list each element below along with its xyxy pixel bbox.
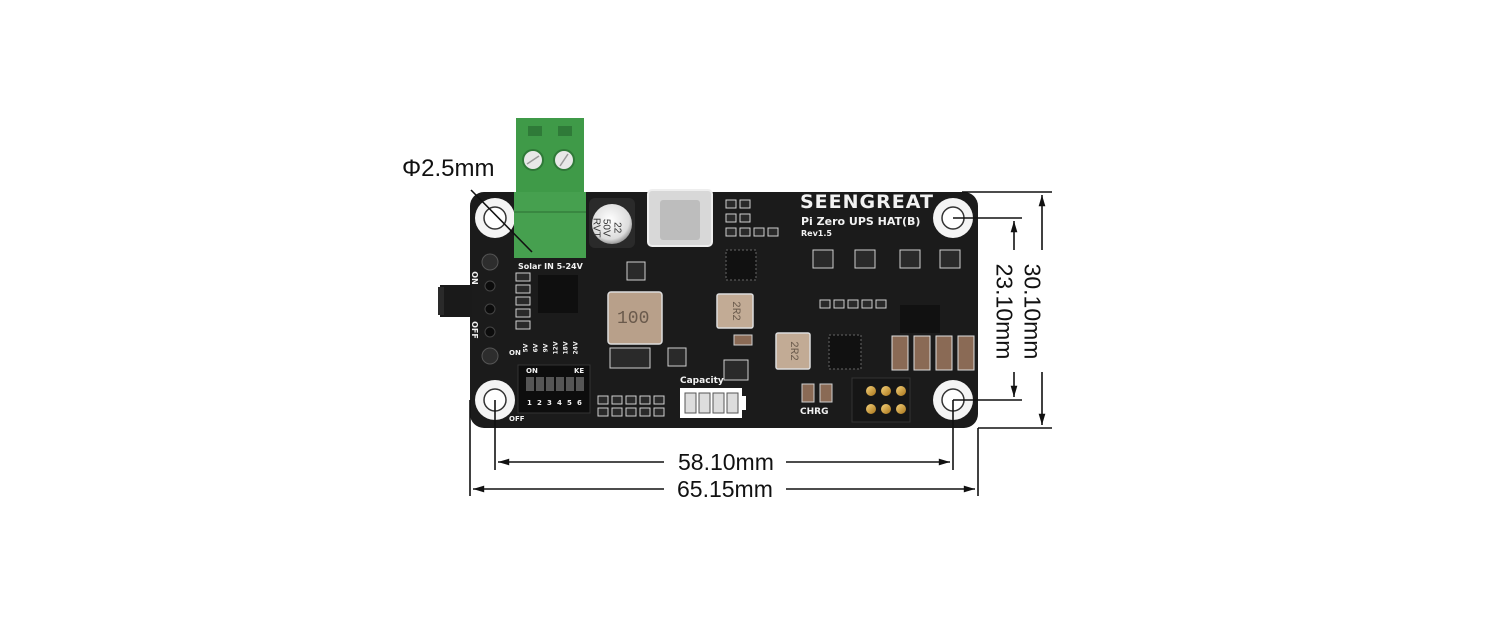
dimension-lines [469, 189, 1052, 496]
inductor-marking: 2R2 [786, 341, 799, 361]
solar-input-label: Solar IN 5-24V [518, 262, 583, 271]
hole-diameter-leader [470, 189, 533, 253]
dip-number: 5 [567, 399, 572, 407]
ic-chip [725, 249, 757, 281]
voltage-option: 12V [552, 341, 560, 355]
usb-c-port [647, 189, 713, 247]
inductor-100 [607, 291, 663, 345]
capacitor-voltage: 50V [601, 218, 613, 237]
voltage-option: 5V [522, 343, 530, 353]
solar-input-terminal-block [514, 118, 586, 258]
capacitor-value: 22 [611, 222, 623, 234]
brand-logo: SEENGREAT [800, 191, 934, 213]
hole-diameter-label: Φ2.5mm [402, 155, 495, 182]
ic-chip [538, 275, 578, 313]
dip-number: 4 [557, 399, 562, 407]
dip-on-label: ON [509, 349, 521, 357]
dip-number: 1 [527, 399, 532, 407]
capacitor-series: RVT [590, 217, 602, 238]
board-height-label: 30.10mm [1019, 263, 1046, 360]
pcb-board [438, 118, 978, 428]
dip-header-ke: KE [574, 367, 585, 375]
voltage-dip-switch [517, 364, 591, 414]
smd-components [515, 199, 961, 417]
voltage-option: 9V [542, 343, 550, 353]
mounting-hole-top-left [475, 198, 515, 238]
capacity-label: Capacity [680, 376, 724, 386]
voltage-option: 6V [532, 343, 540, 353]
dip-header-on: ON [526, 367, 538, 375]
switch-on-label: ON [469, 271, 479, 285]
power-slide-switch [440, 285, 472, 317]
inductor-marking: 100 [617, 309, 650, 329]
voltage-option: 24V [572, 341, 580, 355]
charge-label: CHRG [800, 407, 829, 417]
electrolytic-capacitor [589, 198, 635, 248]
dip-number: 3 [547, 399, 552, 407]
dip-off-label: OFF [509, 415, 525, 423]
hole-spacing-horizontal-label: 58.10mm [678, 449, 774, 475]
hole-spacing-vertical-label: 23.10mm [991, 263, 1018, 360]
capacity-led-indicator [680, 388, 746, 418]
pogo-pin-pads [851, 377, 911, 423]
inductor-2r2-a [716, 293, 754, 329]
ic-chip [828, 334, 862, 370]
switch-off-label: OFF [469, 321, 479, 339]
inductor-marking: 2R2 [728, 301, 741, 321]
ic-chip [900, 305, 940, 333]
capacitor-marking: 22 50V RVT [590, 217, 623, 238]
dip-number: 2 [537, 399, 542, 407]
dip-number: 6 [577, 399, 582, 407]
board-model-label: Pi Zero UPS HAT(B) [801, 215, 921, 228]
board-width-label: 65.15mm [677, 476, 773, 502]
inductor-2r2-b [775, 332, 811, 370]
smd-capacitor-row [891, 335, 975, 371]
switch-header-pins [481, 253, 499, 365]
voltage-option: 18V [562, 341, 570, 355]
board-revision-label: Rev1.5 [801, 229, 832, 238]
